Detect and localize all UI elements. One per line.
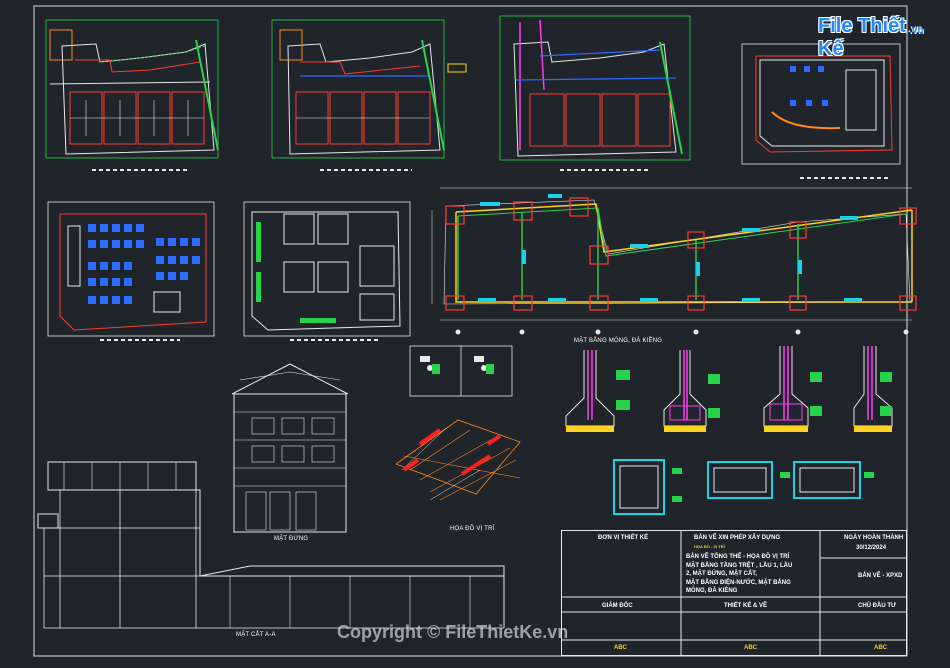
logo-suffix: .vn — [909, 25, 924, 36]
title-block-grid — [561, 530, 907, 656]
floor-plan-ground — [45, 19, 219, 171]
tb-chu-dau-tu: CHỦ ĐẦU TƯ — [858, 603, 896, 609]
site-plan — [395, 419, 521, 501]
floor-plan-level-2 — [741, 43, 901, 179]
tb-ngay-value: 30/12/2024 — [856, 545, 887, 551]
tb-noi-dung-line: BẢN VẼ TỔNG THỂ - HỌA ĐỒ VỊ TRÍ — [686, 554, 790, 560]
tb-noi-dung-line: MẶT BẰNG ĐIỆN-NƯỚC, MẶT BẰNG — [686, 579, 791, 586]
tb-noi-dung-line: MẶT BẰNG TẦNG TRỆT , LẦU 1, LẦU — [686, 562, 793, 569]
filethietke-logo: File Thiết Kế .vn — [806, 12, 934, 60]
floor-plan-rooms — [243, 201, 411, 341]
label-mat-dung: MẶT ĐỨNG — [274, 536, 309, 542]
tb-abc-3: ABC — [874, 645, 887, 651]
floor-plan-hall — [47, 201, 215, 341]
label-mat-bang-mong: MẶT BẰNG MÓNG, ĐÀ KIỀNG — [574, 338, 663, 344]
legend-box — [409, 345, 513, 397]
title-block: ĐƠN VỊ THIẾT KẾ BẢN VẼ XIN PHÉP XÂY DỰNG… — [561, 530, 907, 656]
tb-don-vi: ĐƠN VỊ THIẾT KẾ — [598, 535, 649, 541]
tb-ban-ve-xin-phep: BẢN VẼ XIN PHÉP XÂY DỰNG — [694, 535, 781, 541]
copyright-watermark: Copyright © FileThietKe.vn — [337, 622, 569, 642]
tb-noi-dung-line: MÓNG, ĐÀ KIỀNG — [686, 588, 738, 594]
tb-ban-ve: BẢN VẼ - XPXD — [858, 573, 903, 579]
floor-plan-mep — [499, 15, 691, 171]
front-elevation — [231, 363, 349, 533]
beam-sections — [613, 459, 874, 515]
label-mat-cat: MẶT CẮT A-A — [236, 632, 276, 638]
tb-ngay-label: NGÀY HOÀN THÀNH — [844, 535, 904, 541]
floor-plan-level-1 — [271, 19, 467, 171]
label-hoa-do: HỌA ĐỒ VỊ TRÍ — [450, 526, 495, 532]
tb-abc-1: ABC — [614, 645, 627, 651]
footing-details — [565, 346, 893, 432]
section-a-a — [37, 461, 505, 629]
tb-noi-dung: BẢN VẼ TỔNG THỂ - HỌA ĐỒ VỊ TRÍ MẶT BẰNG… — [686, 553, 792, 596]
tb-thiet-ke-ve: THIẾT KẾ & VẼ — [724, 603, 768, 609]
tb-abc-2: ABC — [744, 645, 757, 651]
tb-noi-dung-line: 2, MẶT ĐỨNG, MẶT CẮT, — [686, 571, 757, 577]
tb-giam-doc: GIÁM ĐỐC — [602, 603, 633, 609]
tb-small-note: HỌA ĐỒ - VỊ TRÍ — [694, 544, 725, 549]
foundation-plan — [431, 187, 917, 335]
logo-text: File Thiết Kế — [818, 15, 906, 60]
